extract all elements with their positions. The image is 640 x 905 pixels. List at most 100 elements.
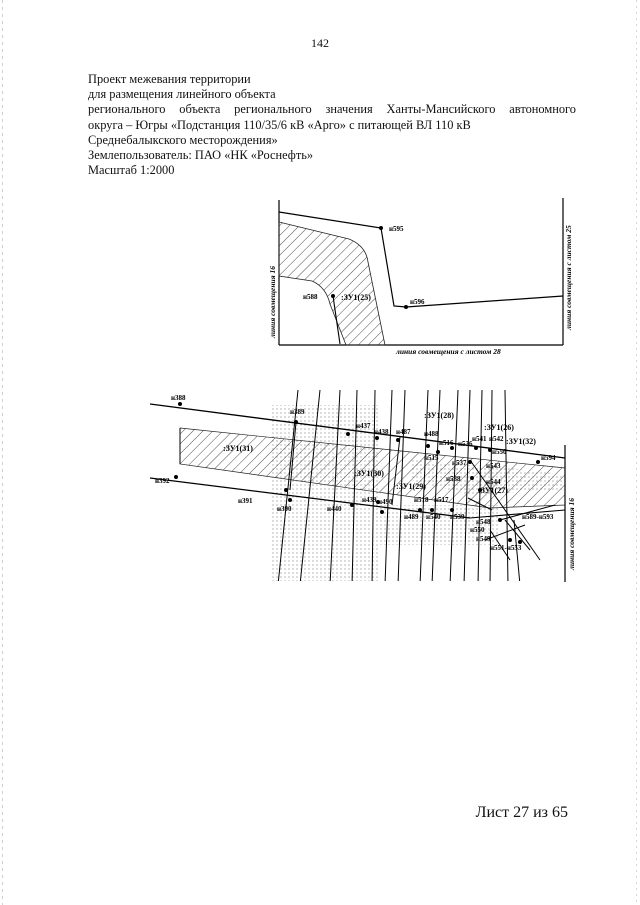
point-label: н539 bbox=[450, 513, 465, 521]
point-label: н392 bbox=[155, 477, 170, 485]
crossing-line bbox=[489, 529, 511, 561]
point-label: н391 bbox=[238, 497, 253, 505]
point-marker bbox=[450, 508, 454, 512]
strip-bottom-line-right bbox=[469, 509, 566, 519]
linear-object bbox=[504, 389, 509, 581]
point-label: н515 bbox=[424, 454, 439, 462]
point-marker bbox=[396, 438, 400, 442]
parcel-edge bbox=[289, 421, 297, 491]
header-line-3: регионального объекта регионального знач… bbox=[88, 102, 576, 117]
point-marker bbox=[488, 448, 492, 452]
crossing-line bbox=[467, 497, 493, 511]
point-label: н543 bbox=[486, 462, 501, 470]
point-label: н536 bbox=[458, 440, 473, 448]
point-label: н516 bbox=[439, 439, 454, 447]
main-map: н388 н389 н392 н391 н390 н437 н438 н487 … bbox=[150, 389, 576, 582]
inset-hatched-zone bbox=[278, 221, 386, 346]
point-markers bbox=[174, 402, 540, 544]
linear-object bbox=[351, 389, 358, 581]
linear-object bbox=[397, 389, 406, 581]
point-marker bbox=[331, 294, 335, 298]
point-marker bbox=[375, 436, 379, 440]
point-label: н389 bbox=[290, 408, 305, 416]
linear-object bbox=[431, 389, 441, 581]
point-marker bbox=[436, 450, 440, 454]
linear-object bbox=[477, 389, 483, 581]
point-marker bbox=[536, 460, 540, 464]
point-marker bbox=[474, 446, 478, 450]
point-label: н550 bbox=[492, 448, 507, 456]
point-label: н439 bbox=[362, 496, 377, 504]
point-label: н487 bbox=[396, 428, 411, 436]
point-marker bbox=[450, 446, 454, 450]
point-label: н551-н553 bbox=[490, 544, 522, 552]
point-marker bbox=[426, 444, 430, 448]
scan-edge-right bbox=[636, 0, 637, 905]
crossing-line bbox=[499, 504, 556, 521]
inset-bottom-side-label: линия совмещения с листом 28 bbox=[395, 347, 501, 356]
point-label: н488 bbox=[424, 430, 439, 438]
document-header: Проект межевания территории для размещен… bbox=[88, 72, 576, 178]
point-label: н537 bbox=[452, 459, 467, 467]
linear-object bbox=[463, 389, 471, 581]
point-label: н596 bbox=[410, 298, 425, 306]
point-label: н489 bbox=[404, 513, 419, 521]
point-marker bbox=[379, 226, 383, 230]
sheet-label: Лист 27 из 65 bbox=[475, 804, 568, 821]
inset-left-side-label: линия совмещения 16 bbox=[268, 266, 277, 339]
point-label: н589-н593 bbox=[522, 513, 554, 521]
point-marker bbox=[518, 540, 522, 544]
linear-object bbox=[299, 389, 321, 581]
point-marker bbox=[418, 508, 422, 512]
point-marker bbox=[430, 508, 434, 512]
point-label: н550 bbox=[470, 526, 485, 534]
point-label: н517 bbox=[434, 496, 449, 504]
inset-boundary-lower bbox=[332, 295, 341, 345]
parcel-label: :ЗУ1(28) bbox=[424, 411, 454, 420]
crossing-line bbox=[469, 459, 541, 561]
linear-object bbox=[489, 389, 493, 581]
point-marker bbox=[346, 432, 350, 436]
point-marker bbox=[404, 305, 408, 309]
dotted-zone bbox=[272, 405, 380, 581]
point-label: н440 bbox=[327, 505, 342, 513]
crossing-line bbox=[484, 524, 526, 541]
header-line-2: для размещения линейного объекта bbox=[88, 87, 276, 102]
scan-edge-left bbox=[2, 0, 3, 905]
scale-line: Масштаб 1:2000 bbox=[88, 163, 175, 178]
point-label: н437 bbox=[356, 422, 371, 430]
point-label: н542 bbox=[489, 435, 504, 443]
point-label: н588 bbox=[303, 293, 318, 301]
linear-object bbox=[329, 389, 341, 581]
parcel-label: :ЗУ1(25) bbox=[341, 293, 371, 302]
crossing-line bbox=[504, 519, 531, 551]
point-label: н594 bbox=[541, 454, 556, 462]
point-label: н548 bbox=[476, 518, 491, 526]
point-label: н390 bbox=[277, 505, 292, 513]
strip-bottom-line bbox=[150, 477, 471, 519]
point-label: н438 bbox=[374, 428, 389, 436]
main-right-side-label: линия совмещения 16 bbox=[567, 498, 576, 571]
header-line-5: Среднебалыкского месторождения» bbox=[88, 132, 278, 147]
point-marker bbox=[498, 518, 502, 522]
point-marker bbox=[174, 475, 178, 479]
parcel-label: :ЗУ1(30) bbox=[354, 469, 384, 478]
point-marker bbox=[470, 476, 474, 480]
point-label: н541 bbox=[472, 435, 487, 443]
point-marker bbox=[178, 402, 182, 406]
point-marker bbox=[288, 498, 292, 502]
inset-boundary bbox=[278, 211, 564, 308]
linear-object bbox=[384, 389, 393, 581]
point-marker bbox=[294, 420, 298, 424]
parcel-label: :ЗУ1(27) bbox=[478, 486, 508, 495]
point-marker bbox=[478, 488, 482, 492]
point-label: н540 bbox=[426, 513, 441, 521]
parcel-label: :ЗУ1(31) bbox=[223, 444, 253, 453]
parcel-label: :ЗУ1(26) bbox=[484, 423, 514, 432]
point-marker bbox=[380, 510, 384, 514]
header-line-4: округа – Югры «Подстанция 110/35/6 кВ «А… bbox=[88, 117, 471, 132]
linear-object bbox=[513, 519, 521, 581]
point-label: н538 bbox=[446, 475, 461, 483]
land-user-line: Землепользователь: ПАО «НК «Роснефть» bbox=[88, 148, 314, 163]
point-marker bbox=[468, 460, 472, 464]
